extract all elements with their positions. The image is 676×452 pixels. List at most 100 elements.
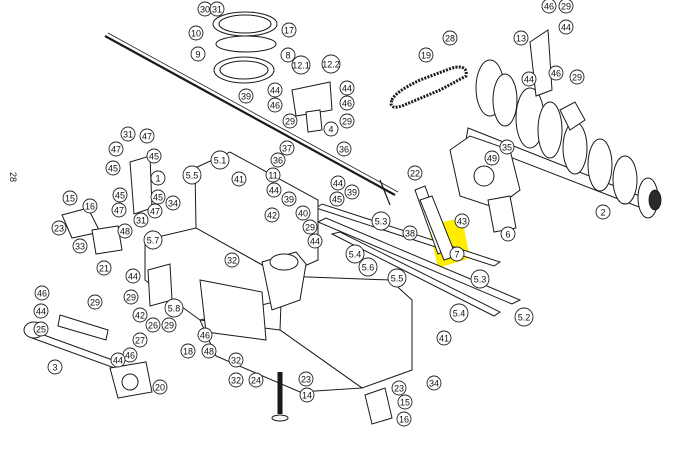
callout-43: 43 — [454, 213, 470, 229]
callout-label: 46 — [551, 69, 561, 79]
callout-label: 46 — [125, 351, 135, 361]
callout-29: 29 — [339, 113, 355, 129]
callout-5-5: 5.5 — [387, 268, 407, 288]
callout-circle — [87, 294, 103, 310]
callout-circle — [105, 160, 121, 176]
callout-44: 44 — [125, 268, 141, 284]
callout-label: 27 — [135, 336, 145, 346]
callout-33: 33 — [72, 238, 88, 254]
callout-41: 41 — [436, 330, 452, 346]
callout-29: 29 — [123, 289, 139, 305]
callout-circle — [302, 219, 318, 235]
callout-label: 3 — [52, 363, 57, 373]
callout-23: 23 — [391, 380, 407, 396]
callout-circle — [470, 269, 490, 289]
callout-5-1: 5.1 — [210, 150, 230, 170]
callout-47: 47 — [139, 128, 155, 144]
callout-10: 10 — [188, 25, 204, 41]
callout-44: 44 — [307, 233, 323, 249]
callout-circle — [147, 203, 163, 219]
callout-circle — [336, 141, 352, 157]
callout-circle — [238, 88, 254, 104]
callout-circle — [108, 141, 124, 157]
callout-label: 32 — [231, 376, 241, 386]
callout-48: 48 — [117, 223, 133, 239]
callout-circle — [111, 202, 127, 218]
callout-label: 19 — [421, 51, 431, 61]
callout-label: 6 — [505, 230, 510, 240]
callout-12-2: 12.2 — [321, 54, 341, 74]
callout-47: 47 — [111, 202, 127, 218]
callout-label: 44 — [310, 237, 320, 247]
callout-circle — [161, 317, 177, 333]
callout-circle — [264, 207, 280, 223]
callout-37: 37 — [279, 140, 295, 156]
callout-29: 29 — [558, 0, 574, 14]
callout-label: 30 — [200, 5, 210, 15]
callout-circle — [270, 152, 286, 168]
callout-label: 29 — [126, 293, 136, 303]
callout-label: 44 — [342, 84, 352, 94]
callout-label: 41 — [234, 175, 244, 185]
callout-circle — [96, 260, 112, 276]
callout-label: 39 — [284, 195, 294, 205]
callout-label: 29 — [305, 223, 315, 233]
callout-8: 8 — [280, 47, 296, 63]
callout-41: 41 — [231, 171, 247, 187]
callout-circle — [164, 298, 184, 318]
callout-32: 32 — [228, 352, 244, 368]
callout-label: 46 — [544, 2, 554, 12]
callout-label: 46 — [342, 99, 352, 109]
callout-15: 15 — [397, 394, 413, 410]
callout-circle — [513, 30, 529, 46]
callout-label: 46 — [200, 331, 210, 341]
callout-label: 22 — [410, 169, 420, 179]
callout-label: 17 — [284, 26, 294, 36]
callout-label: 31 — [212, 5, 222, 15]
callout-45: 45 — [112, 187, 128, 203]
callout-label: 42 — [135, 311, 145, 321]
callout-label: 36 — [273, 156, 283, 166]
callout-circle — [281, 191, 297, 207]
callout-29: 29 — [161, 317, 177, 333]
callout-label: 44 — [128, 272, 138, 282]
callout-5-5: 5.5 — [182, 165, 202, 185]
callout-label: 10 — [191, 29, 201, 39]
callout-29: 29 — [302, 219, 318, 235]
callout-31: 31 — [209, 1, 225, 17]
callout-label: 44 — [269, 186, 279, 196]
callout-label: 29 — [285, 117, 295, 127]
callout-label: 29 — [90, 298, 100, 308]
callout-circle — [558, 0, 574, 14]
callout-22: 22 — [407, 165, 423, 181]
callout-label: 26 — [148, 321, 158, 331]
callout-circle — [418, 47, 434, 63]
callout-circle — [541, 0, 557, 14]
callout-circle — [165, 195, 181, 211]
callout-label: 36 — [339, 145, 349, 155]
callout-45: 45 — [150, 189, 166, 205]
callout-label: 47 — [150, 207, 160, 217]
bracket-assembly — [129, 155, 153, 215]
callout-label: 18 — [183, 347, 193, 357]
callout-circle — [224, 252, 240, 268]
callout-48: 48 — [201, 343, 217, 359]
callout-label: 5.7 — [147, 236, 160, 246]
callout-circle — [231, 171, 247, 187]
callout-label: 23 — [301, 375, 311, 385]
callout-20: 20 — [152, 379, 168, 395]
callout-23: 23 — [298, 371, 314, 387]
callout-36: 36 — [270, 152, 286, 168]
callout-label: 28 — [445, 34, 455, 44]
impeller-assembly — [449, 135, 521, 233]
callout-label: 31 — [123, 130, 133, 140]
callout-label: 7 — [454, 250, 459, 260]
chute-rotation-rod — [104, 32, 399, 206]
callout-circle — [33, 303, 49, 319]
callout-label: 33 — [75, 242, 85, 252]
callout-label: 32 — [231, 356, 241, 366]
callout-circle — [499, 139, 515, 155]
callout-label: 47 — [111, 145, 121, 155]
callout-label: 44 — [270, 86, 280, 96]
callout-circle — [248, 372, 264, 388]
